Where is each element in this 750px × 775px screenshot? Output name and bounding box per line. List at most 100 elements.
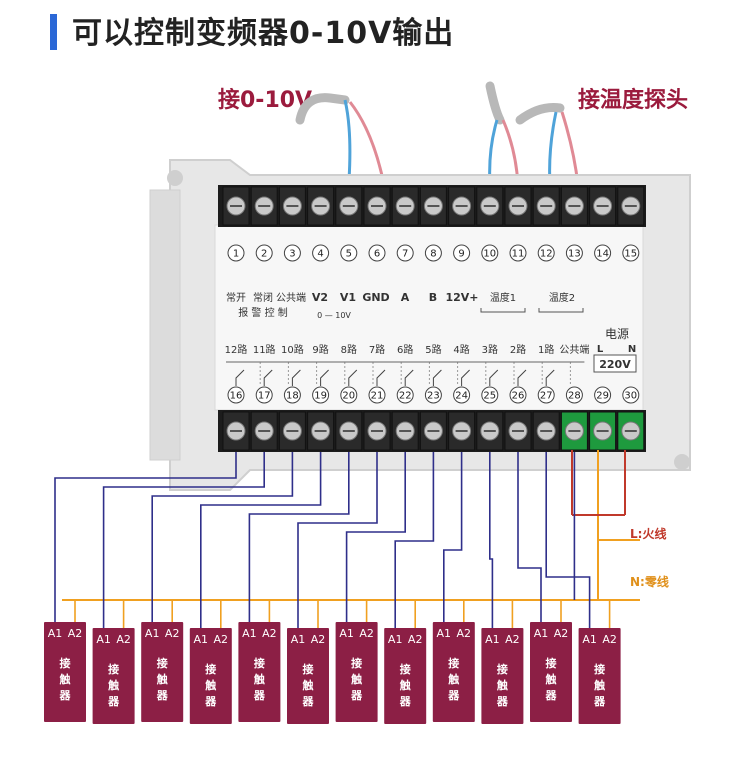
top-terminal-block	[218, 185, 646, 227]
terminal-number-circle	[424, 244, 442, 262]
signal-wires	[54, 452, 611, 628]
signal-wire	[200, 452, 322, 628]
channel-label: 7路	[369, 343, 385, 356]
bottom-terminal-block	[218, 410, 646, 452]
channel-label: 9路	[312, 343, 328, 356]
contactor-a1: A1	[582, 633, 597, 646]
terminal-number-circle	[312, 386, 330, 404]
label-normally-open: 常开	[226, 291, 246, 304]
terminal-number: 11	[512, 249, 525, 260]
terminal-number: 30	[624, 391, 637, 402]
label-temp2: 温度2	[549, 291, 575, 304]
contactor-name-char: 接	[108, 662, 119, 676]
contactor-name-char: 触	[302, 678, 314, 692]
contactor-a2: A2	[359, 627, 374, 640]
contactor-body	[530, 622, 572, 722]
relay-contact	[263, 369, 273, 386]
contactor-body	[238, 622, 281, 722]
channel-label: 5路	[425, 343, 441, 356]
contactor-name-char: 触	[593, 678, 605, 692]
contactor-a1: A1	[339, 627, 354, 640]
top-terminal-labels: 常开 常闭 公共端 报 警 控 制 V2 V1 0 — 10V GND A B …	[226, 291, 584, 320]
terminal-number: 14	[596, 249, 609, 260]
label-temp1: 温度1	[490, 291, 516, 304]
power-l: L	[597, 344, 604, 355]
contactor-name-char: 触	[253, 672, 265, 686]
label-b: B	[429, 291, 437, 304]
terminal-number-circle	[509, 386, 527, 404]
terminal-number: 2	[261, 249, 267, 260]
channel-label: 公共端	[559, 343, 589, 356]
contactor-body	[44, 622, 86, 722]
contactor-name-char: 器	[302, 695, 315, 708]
contactor-body	[432, 622, 475, 722]
contactor-a2: A2	[602, 633, 617, 646]
terminal-number: 20	[342, 391, 355, 402]
contactor-name-char: 触	[107, 678, 119, 692]
terminal-number-circle	[424, 386, 442, 404]
terminal-number-circle	[481, 386, 499, 404]
label-normally-closed: 常闭	[253, 291, 273, 304]
contactor-name-char: 器	[107, 695, 120, 708]
contactor-a2: A2	[262, 627, 277, 640]
contactor-a1: A1	[388, 633, 403, 646]
contactor-a1: A1	[291, 633, 306, 646]
power-title: 电源	[605, 327, 629, 341]
temperature-callout: 接温度探头	[578, 88, 689, 113]
contactor-a1: A1	[534, 627, 549, 640]
contactor-name-char: 器	[350, 689, 363, 702]
terminal-number-circle	[537, 244, 555, 262]
contactor-a2: A2	[165, 627, 180, 640]
terminal-number: 19	[314, 391, 327, 402]
contactor-name-char: 接	[157, 656, 168, 670]
contactor-name-char: 接	[448, 656, 459, 670]
channel-label: 10路	[281, 343, 304, 356]
terminal-number: 3	[289, 249, 295, 260]
contactor-a1: A1	[437, 627, 452, 640]
label-common-alarm: 公共端	[276, 291, 306, 304]
terminal-number-circle	[255, 386, 273, 404]
relay-contact	[320, 369, 329, 386]
terminal-number: 26	[512, 391, 525, 402]
terminal-number-circle	[622, 386, 640, 404]
terminal-number: 6	[374, 249, 380, 260]
terminal-number-circle	[481, 244, 499, 262]
terminal-number-circle	[283, 244, 301, 262]
contactor-body	[481, 628, 524, 724]
contactor-a2: A2	[68, 627, 83, 640]
contactor-name-char: 器	[447, 689, 460, 702]
contactor-a2: A2	[311, 633, 326, 646]
terminal-number-circle	[453, 244, 471, 262]
signal-wire	[151, 452, 294, 622]
terminal-number-circle	[565, 244, 583, 262]
contactor-a1: A1	[194, 633, 209, 646]
contactor-name-char: 触	[204, 678, 216, 692]
channel-label: 4路	[453, 343, 469, 356]
contactor-name-char: 接	[497, 662, 508, 676]
contactor-body	[189, 628, 232, 724]
contactor-body	[335, 622, 378, 722]
signal-wire	[248, 452, 350, 622]
terminal-number: 17	[258, 391, 271, 402]
label-v2: V2	[312, 291, 328, 304]
terminal-number: 23	[427, 391, 440, 402]
contactor-name-char: 触	[496, 678, 508, 692]
signal-wire	[488, 452, 494, 628]
terminal-number-circle	[509, 244, 527, 262]
terminal-number: 18	[286, 391, 299, 402]
relay-contact	[432, 369, 442, 386]
contactor-name-char: 器	[59, 689, 72, 702]
contactor-a1: A1	[145, 627, 160, 640]
power-voltage: 220V	[599, 358, 631, 371]
label-gnd: GND	[362, 291, 389, 304]
